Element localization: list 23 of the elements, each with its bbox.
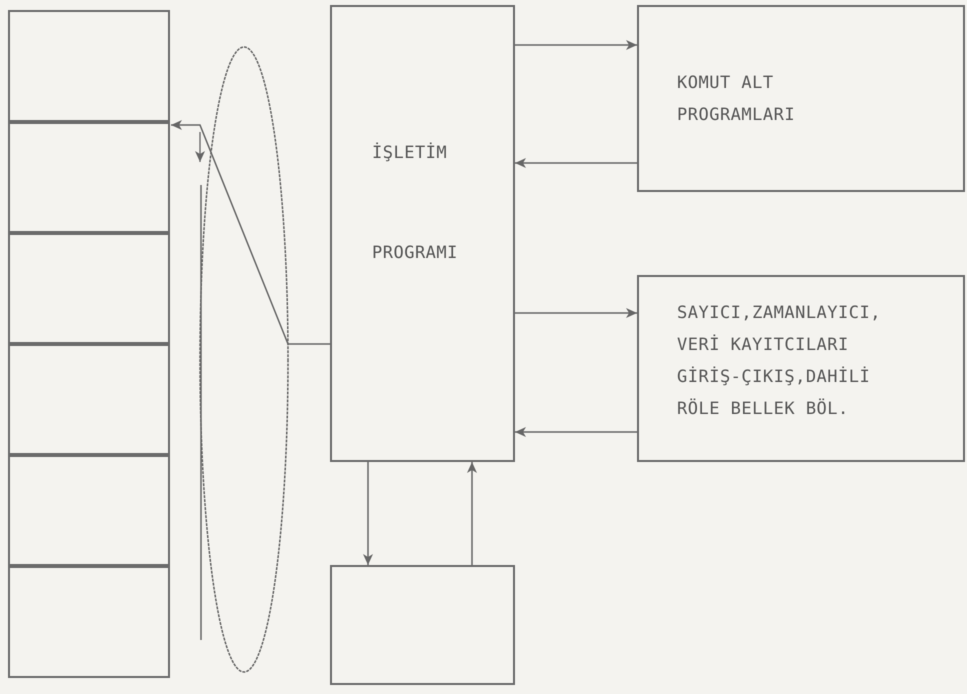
memory-block (8, 455, 170, 566)
memory-block (8, 233, 170, 344)
memory-block (330, 565, 515, 685)
process-box (637, 275, 965, 462)
process-box (330, 5, 515, 462)
arrow (515, 40, 637, 50)
memory-block (8, 566, 170, 678)
arrow (515, 308, 637, 318)
connector-line (288, 343, 330, 345)
arrow (515, 427, 637, 437)
arrow (467, 462, 477, 565)
memory-block (8, 344, 170, 455)
loop-ellipse (199, 46, 289, 673)
memory-block (8, 122, 170, 233)
arrow (515, 158, 637, 168)
box-label: KOMUT ALT PROGRAMLARI (677, 72, 796, 127)
memory-block (8, 10, 170, 122)
arrow (171, 120, 289, 344)
process-box (637, 5, 965, 192)
box-label: SAYICI,ZAMANLAYICI, VERİ KAYITCILARI GİRİŞ-ÇIKIŞ,DAHİLİ RÖLE BELLEK BÖL. (677, 302, 882, 421)
box-label: PROGRAMI (372, 242, 459, 265)
box-label: İŞLETİM (372, 142, 448, 165)
arrow (363, 462, 373, 565)
